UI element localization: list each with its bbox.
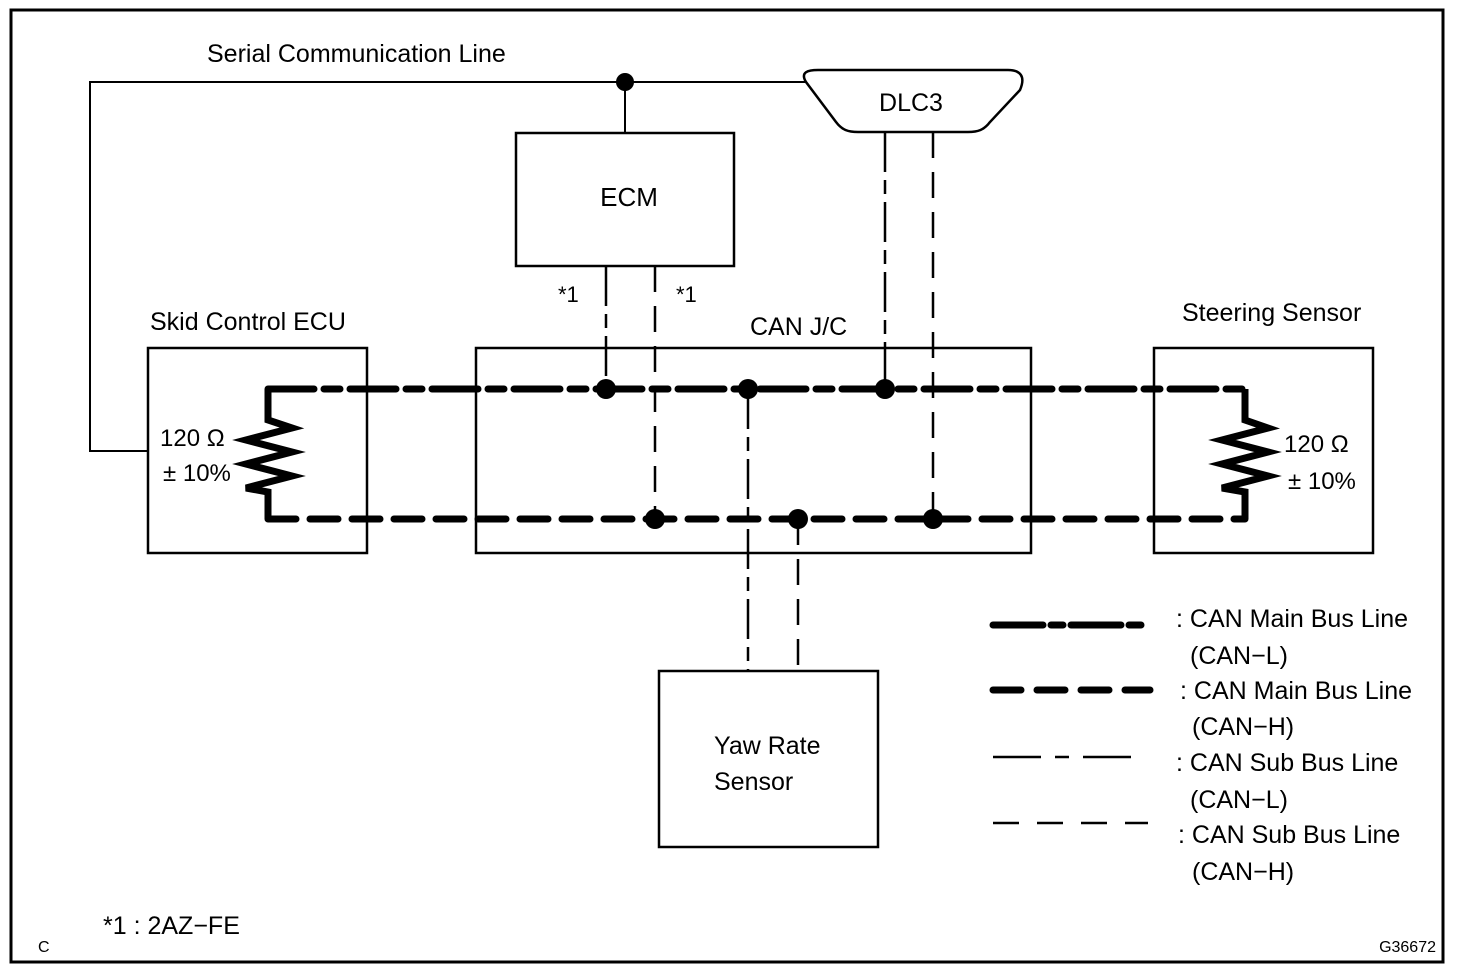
junction-dot	[875, 379, 895, 399]
legend-sub-main-can-l: (CAN−L)	[1190, 642, 1288, 670]
legend-label-sub-can-h: : CAN Sub Bus Line	[1178, 821, 1400, 849]
can-jc-label: CAN J/C	[750, 313, 847, 341]
left-resistor-value: 120 Ω	[160, 425, 225, 452]
serial-junction-dot	[616, 73, 634, 91]
ecm-label: ECM	[600, 182, 658, 212]
ecm-note-mark-right: *1	[676, 282, 697, 307]
yaw-rate-sensor-box	[657, 669, 880, 849]
junction-dot	[923, 509, 943, 529]
right-resistor-tolerance: ± 10%	[1288, 468, 1356, 495]
left-resistor-tolerance: ± 10%	[163, 460, 231, 487]
legend-sub-main-can-h: (CAN−H)	[1192, 713, 1294, 741]
skid-control-ecu-label: Skid Control ECU	[150, 308, 346, 336]
serial-line-label: Serial Communication Line	[207, 40, 506, 68]
junction-dot	[596, 379, 616, 399]
yaw-rate-sensor-label-line1: Yaw Rate	[714, 732, 821, 760]
footnote: *1 : 2AZ−FE	[103, 912, 240, 940]
steering-sensor-label: Steering Sensor	[1182, 299, 1361, 327]
junction-dot	[788, 509, 808, 529]
junction-dot	[738, 379, 758, 399]
right-resistor	[1208, 389, 1282, 519]
legend: : CAN Main Bus Line (CAN−L) : CAN Main B…	[989, 605, 1412, 886]
left-resistor	[232, 389, 306, 519]
legend-label-main-can-l: : CAN Main Bus Line	[1176, 605, 1408, 633]
legend-sub-sub-can-h: (CAN−H)	[1192, 858, 1294, 886]
legend-label-main-can-h: : CAN Main Bus Line	[1180, 677, 1412, 705]
legend-sub-sub-can-l: (CAN−L)	[1190, 786, 1288, 814]
diagram-frame	[9, 8, 1445, 964]
ecm-note-mark-left: *1	[558, 282, 579, 307]
right-resistor-value: 120 Ω	[1284, 431, 1349, 458]
corner-mark: C	[38, 939, 50, 956]
dlc3-connector	[802, 68, 1024, 134]
yaw-rate-sensor-label-line2: Sensor	[714, 768, 793, 796]
junction-dots	[596, 379, 943, 529]
dlc3-label: DLC3	[879, 89, 943, 117]
legend-label-sub-can-l: : CAN Sub Bus Line	[1176, 749, 1398, 777]
ecm-box	[514, 131, 736, 268]
sub-bus-lines	[604, 132, 935, 671]
figure-id: G36672	[1379, 939, 1436, 956]
junction-dot	[645, 509, 665, 529]
